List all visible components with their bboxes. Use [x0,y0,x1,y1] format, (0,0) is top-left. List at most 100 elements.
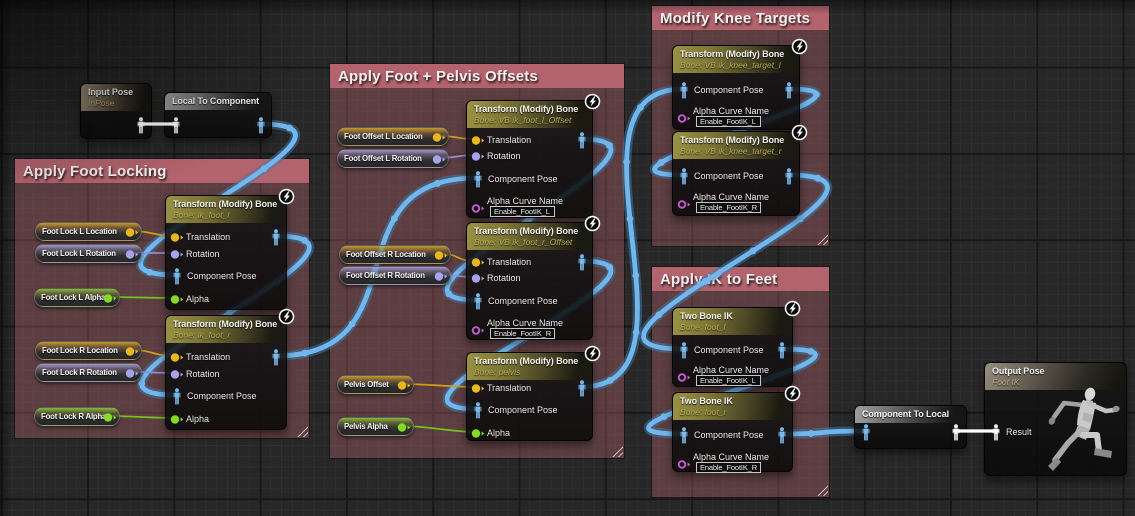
pose-output-pin-icon[interactable] [784,167,794,185]
pose-pin-icon[interactable] [679,341,689,359]
node-local-to-component[interactable]: Local To Component [164,92,272,138]
pose-pin-icon[interactable] [172,267,182,285]
pose-pin-icon[interactable] [679,167,689,185]
variable-pill-foot-offset-r-rotation[interactable]: Foot Offset R Rotation [339,266,451,285]
pose-output-pin-icon[interactable] [777,341,787,359]
pose-output-pin-icon[interactable] [256,116,266,134]
pin-component-pose[interactable]: Component Pose [673,167,764,185]
pin-translation[interactable]: Translation [467,133,531,147]
pin-translation[interactable]: Translation [166,350,230,364]
pin-component-pose[interactable]: Component Pose [673,81,764,99]
name-pin-icon[interactable] [471,325,485,336]
alpha-pin-icon[interactable] [471,428,485,439]
alpha-pin-icon[interactable] [170,294,184,305]
curve-name-input[interactable]: Enable_FootIK_L [490,205,555,217]
translation-pin-icon[interactable] [170,232,184,243]
name-pin-icon[interactable] [677,199,691,210]
curve-name-input[interactable]: Enable_FootIK_L [696,115,761,127]
pose-pin-icon[interactable] [991,423,1001,441]
pose-output-pin-icon[interactable] [577,131,587,149]
pose-pin-icon[interactable] [473,401,483,419]
pose-output-pin-icon[interactable] [577,253,587,271]
pin-alpha-curve-name[interactable]: Alpha Curve Name [467,316,563,335]
comment-resize-handle[interactable] [817,485,828,496]
translation-pin-icon[interactable] [471,257,485,268]
variable-pill-foot-offset-l-rotation[interactable]: Foot Offset L Rotation [337,149,449,168]
alpha-output-pin-icon[interactable] [103,412,117,423]
variable-pill-pelvis-alpha[interactable]: Pelvis Alpha [337,417,414,436]
pin-alpha-curve-name[interactable]: Alpha Curve Name [673,190,769,209]
comment-title[interactable]: Modify Knee Targets [652,6,829,30]
variable-pill-foot-lock-r-rotation[interactable]: Foot Lock R Rotation [35,363,142,382]
pin-component-pose[interactable]: Component Pose [673,426,764,444]
pose-output-pin-icon[interactable] [271,228,281,246]
pin-alpha[interactable]: Alpha [166,412,209,426]
rotation-output-pin-icon[interactable] [125,249,139,260]
comment-resize-handle[interactable] [612,446,623,457]
name-pin-icon[interactable] [677,113,691,124]
pose-output-pin-icon[interactable] [577,379,587,397]
curve-name-input[interactable]: Enable_FootIK_L [696,374,761,386]
alpha-pin-icon[interactable] [170,414,184,425]
curve-name-input[interactable]: Enable_FootIK_R [696,201,761,213]
pose-output-pin-icon[interactable] [271,348,281,366]
name-pin-icon[interactable] [677,372,691,383]
pin-alpha[interactable]: Alpha [467,426,510,440]
rotation-pin-icon[interactable] [471,151,485,162]
pin-translation[interactable]: Translation [467,255,531,269]
variable-pill-foot-offset-r-location[interactable]: Foot Offset R Location [339,245,451,264]
pin-alpha-curve-name[interactable]: Alpha Curve Name [467,194,563,213]
pin-component-pose[interactable]: Component Pose [166,267,257,285]
pose-output-pin-icon[interactable] [136,116,146,134]
comment-resize-handle[interactable] [297,426,308,437]
node-header[interactable]: Local To Component [165,93,271,110]
translation-pin-icon[interactable] [471,383,485,394]
pose-output-pin-icon[interactable] [784,81,794,99]
rotation-output-pin-icon[interactable] [434,271,448,282]
alpha-output-pin-icon[interactable] [103,293,117,304]
pin-translation[interactable]: Translation [467,381,531,395]
pin-component-pose[interactable]: Component Pose [467,292,558,310]
translation-output-pin-icon[interactable] [125,227,139,238]
pin-component-pose[interactable]: Component Pose [673,341,764,359]
pose-output-pin-icon[interactable] [777,426,787,444]
variable-pill-pelvis-offset[interactable]: Pelvis Offset [337,375,414,394]
pose-pin-icon[interactable] [473,292,483,310]
translation-output-pin-icon[interactable] [125,346,139,357]
pose-pin-icon[interactable] [172,387,182,405]
pose-pin-icon[interactable] [679,81,689,99]
variable-pill-foot-lock-l-location[interactable]: Foot Lock L Location [35,222,142,241]
translation-pin-icon[interactable] [471,135,485,146]
variable-pill-foot-lock-l-rotation[interactable]: Foot Lock L Rotation [35,244,142,263]
pose-output-pin-icon[interactable] [951,423,961,441]
pin-alpha-curve-name[interactable]: Alpha Curve Name [673,104,769,123]
rotation-pin-icon[interactable] [471,273,485,284]
pose-pin-icon[interactable] [679,426,689,444]
rotation-output-pin-icon[interactable] [125,368,139,379]
pin-translation[interactable]: Translation [166,230,230,244]
pin-rotation[interactable]: Rotation [467,149,521,163]
curve-name-input[interactable]: Enable_FootIK_R [696,461,761,473]
variable-pill-foot-offset-l-location[interactable]: Foot Offset L Location [337,127,449,146]
alpha-output-pin-icon[interactable] [397,422,411,433]
pose-input-pin-icon[interactable] [861,423,871,441]
pose-pin-icon[interactable] [473,170,483,188]
name-pin-icon[interactable] [677,459,691,470]
node-header[interactable]: Component To Local [855,406,966,423]
pose-input-pin-icon[interactable] [171,116,181,134]
